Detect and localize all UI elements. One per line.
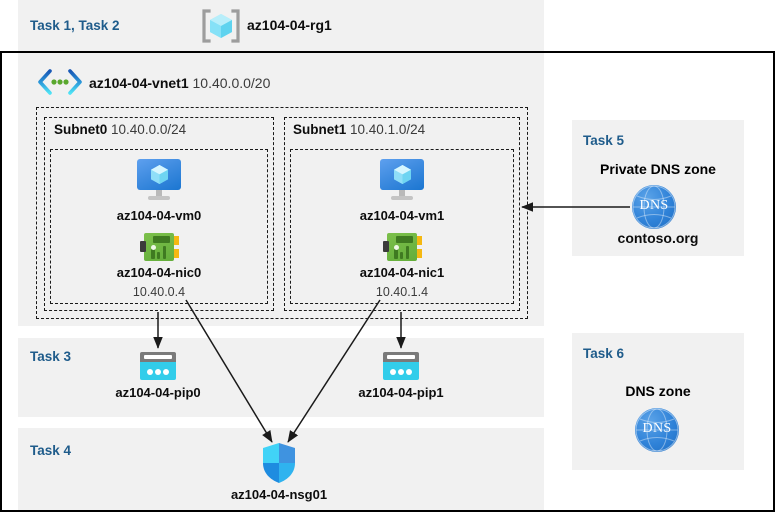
subnet0-boundary — [44, 117, 274, 311]
resource-group-name: az104-04-rg1 — [247, 17, 332, 33]
network-security-group-shield-icon — [261, 442, 297, 484]
task-label-1-2: Task 1, Task 2 — [30, 18, 120, 33]
subnet0-cidr: 10.40.0.0/24 — [111, 122, 187, 137]
task-label-3: Task 3 — [30, 349, 72, 364]
public-ip-address-icon — [140, 352, 176, 380]
dns-globe-icon: DNS — [632, 185, 676, 229]
pip0-label: az104-04-pip0 — [115, 385, 201, 400]
vnet-boundary — [36, 107, 528, 319]
private-dns-zone-name: contoso.org — [617, 230, 699, 246]
private-dns-icon-text: DNS — [639, 198, 669, 213]
nic0-ip: 10.40.0.4 — [132, 285, 186, 299]
subnet1-name: Subnet1 — [293, 122, 347, 137]
nic1-label: az104-04-nic1 — [359, 265, 445, 280]
network-interface-icon — [383, 232, 422, 262]
nsg-label: az104-04-nsg01 — [230, 487, 328, 502]
subnet1-title: Subnet1 10.40.1.0/24 — [293, 122, 425, 137]
subnet0-name: Subnet0 — [54, 122, 108, 137]
task-label-4: Task 4 — [30, 443, 72, 458]
subnet0-inner-boundary — [50, 149, 268, 304]
subnet1-inner-boundary — [290, 149, 514, 304]
nic0-label: az104-04-nic0 — [116, 265, 202, 280]
vnet-title: az104-04-vnet1 10.40.0.0/20 — [89, 75, 270, 91]
pip1-label: az104-04-pip1 — [358, 385, 444, 400]
subnet0-title: Subnet0 10.40.0.0/24 — [54, 122, 186, 137]
resource-group-body-panel — [18, 53, 544, 326]
network-interface-icon — [140, 232, 179, 262]
dns-icon-text: DNS — [642, 421, 672, 436]
subnet1-cidr: 10.40.1.0/24 — [350, 122, 426, 137]
vnet-cidr: 10.40.0.0/20 — [192, 75, 271, 91]
task-label-6: Task 6 — [583, 346, 625, 361]
virtual-machine-icon — [380, 159, 424, 200]
public-ip-panel — [18, 338, 544, 417]
nic1-ip: 10.40.1.4 — [375, 285, 429, 299]
subnet1-boundary — [284, 117, 520, 311]
resource-group-header-panel — [18, 0, 544, 51]
virtual-machine-icon — [137, 159, 181, 200]
dns-zone-heading: DNS zone — [625, 383, 691, 399]
virtual-network-icon — [36, 68, 84, 96]
resource-group-name-text: az104-04-rg1 — [247, 17, 332, 33]
dns-globe-icon: DNS — [635, 408, 679, 452]
vm0-label: az104-04-vm0 — [116, 208, 202, 223]
private-dns-zone-heading: Private DNS zone — [600, 161, 716, 177]
public-ip-address-icon — [383, 352, 419, 380]
vm1-label: az104-04-vm1 — [359, 208, 445, 223]
task-label-5: Task 5 — [583, 133, 625, 148]
vnet-name: az104-04-vnet1 — [89, 75, 189, 91]
resource-group-cube-icon — [200, 8, 242, 44]
